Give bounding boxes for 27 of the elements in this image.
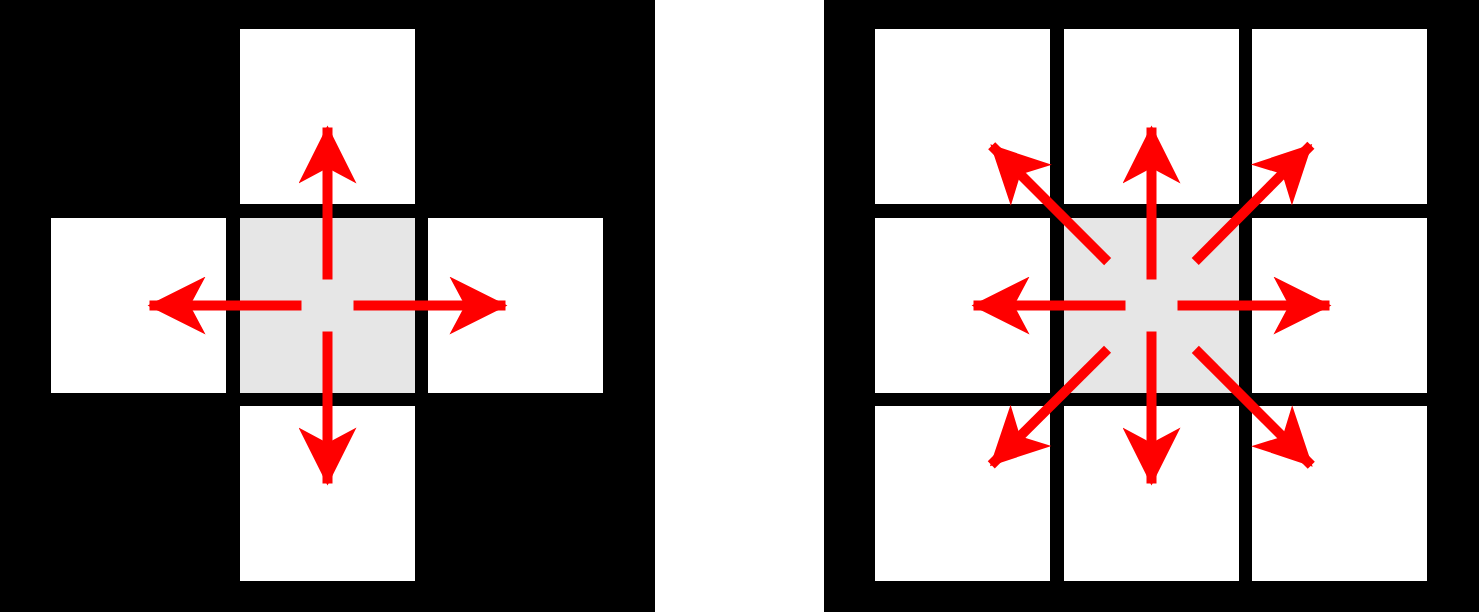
- neighbor-pixel: [875, 218, 1050, 393]
- arrow: [1191, 141, 1315, 266]
- arrow: [1122, 125, 1181, 280]
- grid-panel: [824, 0, 1479, 612]
- grid-panel: [0, 0, 655, 612]
- arrow: [298, 125, 357, 280]
- neighbor-pixel: [428, 218, 603, 393]
- arrow: [971, 276, 1126, 335]
- neighbor-pixel: [1064, 406, 1239, 581]
- neighbor-pixel: [1252, 406, 1427, 581]
- neighbor-pixel: [1252, 218, 1427, 393]
- neighbor-pixel: [875, 29, 1050, 204]
- neighbor-pixel: [51, 218, 226, 393]
- arrow: [298, 331, 357, 486]
- neighbor-pixel: [240, 29, 415, 204]
- center-pixel: [240, 218, 415, 393]
- arrow: [147, 276, 302, 335]
- arrow: [353, 276, 508, 335]
- arrow: [987, 345, 1112, 469]
- arrow: [988, 142, 1112, 266]
- arrow: [1122, 331, 1181, 486]
- neighbor-pixel: [875, 406, 1050, 581]
- arrow: [1177, 276, 1332, 335]
- neighbor-pixel: [1252, 29, 1427, 204]
- arrow: [1191, 345, 1315, 469]
- neighbor-pixel: [1064, 29, 1239, 204]
- neighbor-pixel: [240, 406, 415, 581]
